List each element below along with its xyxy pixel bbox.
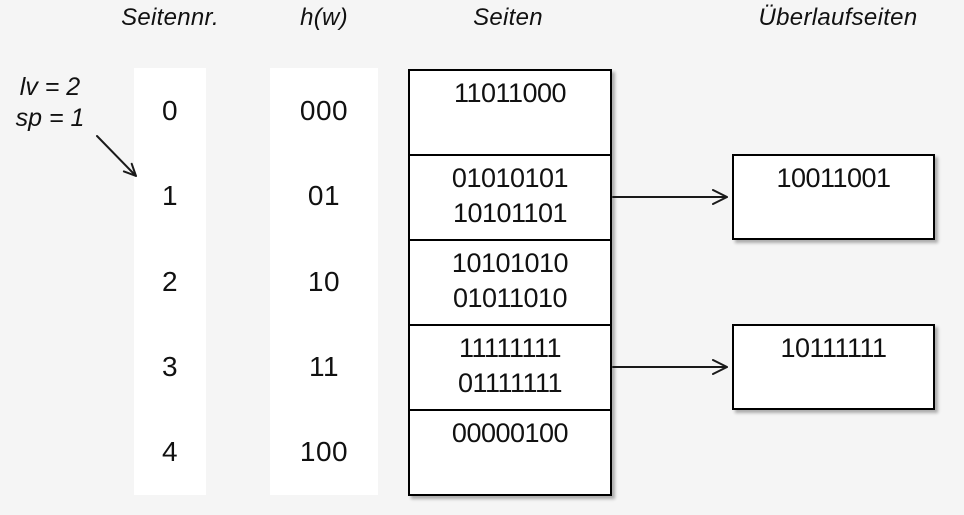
page-number-3: 3 [161,350,179,382]
hash-value-4: 100 [299,436,349,468]
page-bucket-3: 11111111 01111111 [410,326,610,411]
hash-value-0: 000 [299,94,349,126]
split-pointer-value: sp = 1 [15,104,85,132]
bucket-entry: 11011000 [453,78,567,108]
hash-value-column: 000 01 10 11 100 [270,68,378,495]
page-bucket-1: 01010101 10101101 [410,156,610,241]
page-number-column: 0 1 2 3 4 [134,68,206,495]
page-bucket-0: 11011000 [410,71,610,156]
overflow-page-bucket-3: 10111111 [732,324,935,410]
overflow-arrow-icon [612,359,728,375]
overflow-entry: 10111111 [780,333,887,363]
column-header-pages: Seiten [473,4,543,31]
column-header-overflow-pages: Überlaufseiten [758,4,918,31]
page-number-0: 0 [161,94,179,126]
page-number-4: 4 [161,436,179,468]
bucket-entry: 10101101 [452,198,568,228]
level-value: lv = 2 [19,73,81,101]
overflow-arrow-icon [612,189,728,205]
pages-table: 11011000 01010101 10101101 10101010 0101… [408,69,612,496]
column-header-page-number: Seitennr. [121,4,219,31]
bucket-entry: 01111111 [457,368,563,398]
column-header-hash-function: h(w) [300,4,348,31]
hash-value-2: 10 [307,265,341,297]
overflow-entry: 10011001 [776,163,891,193]
page-bucket-2: 10101010 01011010 [410,241,610,326]
bucket-entry: 00000100 [451,418,569,448]
hash-value-3: 11 [308,350,340,382]
bucket-entry: 11111111 [458,333,562,363]
overflow-page-bucket-1: 10011001 [732,154,935,240]
bucket-entry: 10101010 [451,248,569,278]
hash-value-1: 01 [307,180,341,212]
bucket-entry: 01010101 [451,163,569,193]
bucket-entry: 01011010 [452,283,568,313]
page-bucket-4: 00000100 [410,411,610,494]
page-number-2: 2 [161,265,179,297]
page-number-1: 1 [161,180,179,212]
state-annotation: lv = 2 sp = 1 [5,72,95,134]
split-pointer-arrow-icon [96,135,137,177]
